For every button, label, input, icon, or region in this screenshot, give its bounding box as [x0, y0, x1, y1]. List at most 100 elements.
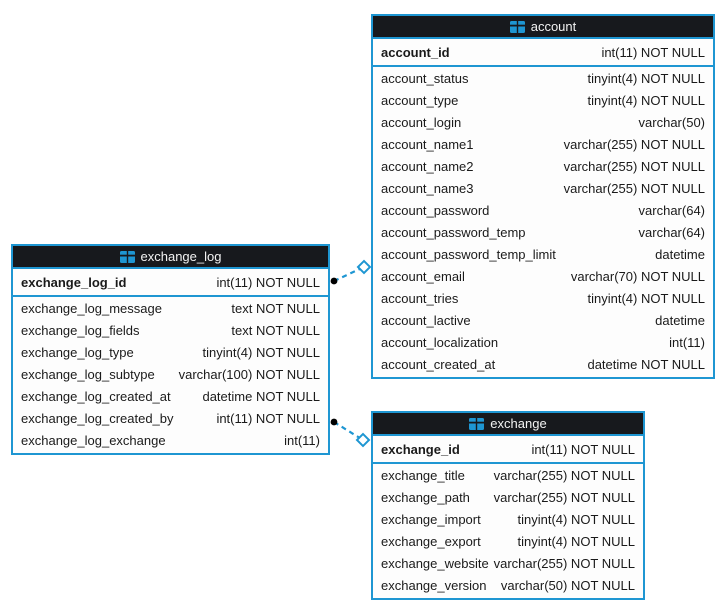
table-title: exchange	[490, 416, 547, 431]
column-row[interactable]: exchange_log_fields text NOT NULL	[13, 319, 328, 341]
column-row[interactable]: exchange_log_created_by int(11) NOT NULL	[13, 407, 328, 429]
column-name: account_name2	[381, 158, 474, 174]
column-row[interactable]: account_localization int(11)	[373, 331, 713, 353]
column-name: account_type	[381, 92, 459, 108]
column-type: tinyint(4) NOT NULL	[517, 511, 635, 527]
column-type: text NOT NULL	[231, 322, 320, 338]
column-name: account_status	[381, 70, 469, 86]
column-row[interactable]: account_password_temp varchar(64)	[373, 221, 713, 243]
column-type: varchar(50)	[638, 114, 705, 130]
column-type: tinyint(4) NOT NULL	[202, 344, 320, 360]
fk-endpoint-dot-icon	[330, 418, 338, 426]
primary-key-row[interactable]: exchange_id int(11) NOT NULL	[373, 436, 643, 464]
table-icon	[469, 417, 485, 430]
table-header[interactable]: exchange	[373, 413, 643, 436]
column-name: account_login	[381, 114, 462, 130]
column-row[interactable]: account_type tinyint(4) NOT NULL	[373, 89, 713, 111]
column-type: varchar(255) NOT NULL	[493, 467, 635, 483]
column-name: exchange_id	[381, 441, 460, 457]
table-title: exchange_log	[140, 249, 222, 264]
table-account[interactable]: account account_id int(11) NOT NULL acco…	[371, 14, 715, 379]
column-row[interactable]: exchange_log_type tinyint(4) NOT NULL	[13, 341, 328, 363]
fk-endpoint-dot-icon	[330, 277, 338, 285]
column-name: account_password_temp_limit	[381, 246, 556, 262]
column-row[interactable]: account_password_temp_limit datetime	[373, 243, 713, 265]
column-row[interactable]: exchange_log_subtype varchar(100) NOT NU…	[13, 363, 328, 385]
column-name: account_password_temp	[381, 224, 526, 240]
column-type: varchar(255) NOT NULL	[563, 180, 705, 196]
column-type: varchar(64)	[638, 202, 705, 218]
column-row[interactable]: exchange_title varchar(255) NOT NULL	[373, 464, 643, 486]
column-row[interactable]: exchange_export tinyint(4) NOT NULL	[373, 530, 643, 552]
column-name: account_email	[381, 268, 465, 284]
table-icon	[119, 250, 135, 263]
column-name: exchange_log_subtype	[21, 366, 155, 382]
relationship-exchange-log-to-account[interactable]	[330, 259, 372, 285]
column-type: int(11) NOT NULL	[216, 410, 320, 426]
column-name: exchange_website	[381, 555, 489, 571]
column-name: exchange_log_created_at	[21, 388, 171, 404]
column-name: exchange_log_type	[21, 344, 134, 360]
table-exchange[interactable]: exchange exchange_id int(11) NOT NULL ex…	[371, 411, 645, 600]
column-row[interactable]: exchange_log_exchange int(11)	[13, 429, 328, 451]
table-exchange-log[interactable]: exchange_log exchange_log_id int(11) NOT…	[11, 244, 330, 455]
column-list: account_status tinyint(4) NOT NULL accou…	[373, 67, 713, 377]
column-name: account_tries	[381, 290, 459, 306]
column-list: exchange_title varchar(255) NOT NULL exc…	[373, 464, 643, 598]
column-type: tinyint(4) NOT NULL	[587, 290, 705, 306]
column-type: int(11) NOT NULL	[216, 274, 320, 290]
column-name: exchange_log_created_by	[21, 410, 174, 426]
column-row[interactable]: account_name3 varchar(255) NOT NULL	[373, 177, 713, 199]
column-row[interactable]: account_password varchar(64)	[373, 199, 713, 221]
column-type: int(11)	[284, 432, 320, 448]
column-type: varchar(255) NOT NULL	[493, 489, 635, 505]
column-name: exchange_log_message	[21, 300, 162, 316]
column-name: exchange_import	[381, 511, 481, 527]
column-type: datetime	[655, 312, 705, 328]
column-type: tinyint(4) NOT NULL	[587, 92, 705, 108]
column-row[interactable]: account_lactive datetime	[373, 309, 713, 331]
column-name: account_name3	[381, 180, 474, 196]
column-row[interactable]: exchange_website varchar(255) NOT NULL	[373, 552, 643, 574]
relationship-line	[333, 421, 364, 441]
column-row[interactable]: exchange_log_created_at datetime NOT NUL…	[13, 385, 328, 407]
column-row[interactable]: account_created_at datetime NOT NULL	[373, 353, 713, 375]
column-row[interactable]: exchange_import tinyint(4) NOT NULL	[373, 508, 643, 530]
column-name: account_id	[381, 44, 450, 60]
primary-key-row[interactable]: account_id int(11) NOT NULL	[373, 39, 713, 67]
column-type: varchar(255) NOT NULL	[563, 136, 705, 152]
relationship-exchange-log-to-exchange[interactable]	[330, 418, 371, 448]
column-name: exchange_export	[381, 533, 481, 549]
column-name: exchange_log_fields	[21, 322, 140, 338]
column-row[interactable]: account_email varchar(70) NOT NULL	[373, 265, 713, 287]
table-title: account	[530, 19, 577, 34]
column-name: account_password	[381, 202, 490, 218]
column-list: exchange_log_message text NOT NULL excha…	[13, 297, 328, 453]
column-row[interactable]: exchange_log_message text NOT NULL	[13, 297, 328, 319]
column-type: datetime	[655, 246, 705, 262]
column-name: account_created_at	[381, 356, 496, 372]
primary-key-row[interactable]: exchange_log_id int(11) NOT NULL	[13, 269, 328, 297]
column-type: int(11)	[669, 334, 705, 350]
column-type: varchar(50) NOT NULL	[500, 577, 635, 593]
column-type: int(11) NOT NULL	[531, 441, 635, 457]
column-type: varchar(255) NOT NULL	[563, 158, 705, 174]
table-icon	[509, 20, 525, 33]
column-row[interactable]: account_status tinyint(4) NOT NULL	[373, 67, 713, 89]
column-name: exchange_log_id	[21, 274, 127, 290]
table-header[interactable]: account	[373, 16, 713, 39]
column-type: tinyint(4) NOT NULL	[517, 533, 635, 549]
column-row[interactable]: account_tries tinyint(4) NOT NULL	[373, 287, 713, 309]
column-name: exchange_version	[381, 577, 487, 593]
column-row[interactable]: account_name1 varchar(255) NOT NULL	[373, 133, 713, 155]
column-type: varchar(255) NOT NULL	[493, 555, 635, 571]
column-name: exchange_path	[381, 489, 470, 505]
table-header[interactable]: exchange_log	[13, 246, 328, 269]
column-type: int(11) NOT NULL	[601, 44, 705, 60]
column-row[interactable]: exchange_path varchar(255) NOT NULL	[373, 486, 643, 508]
column-row[interactable]: exchange_version varchar(50) NOT NULL	[373, 574, 643, 596]
pk-endpoint-diamond-icon	[355, 432, 371, 448]
column-type: tinyint(4) NOT NULL	[587, 70, 705, 86]
column-row[interactable]: account_login varchar(50)	[373, 111, 713, 133]
column-row[interactable]: account_name2 varchar(255) NOT NULL	[373, 155, 713, 177]
